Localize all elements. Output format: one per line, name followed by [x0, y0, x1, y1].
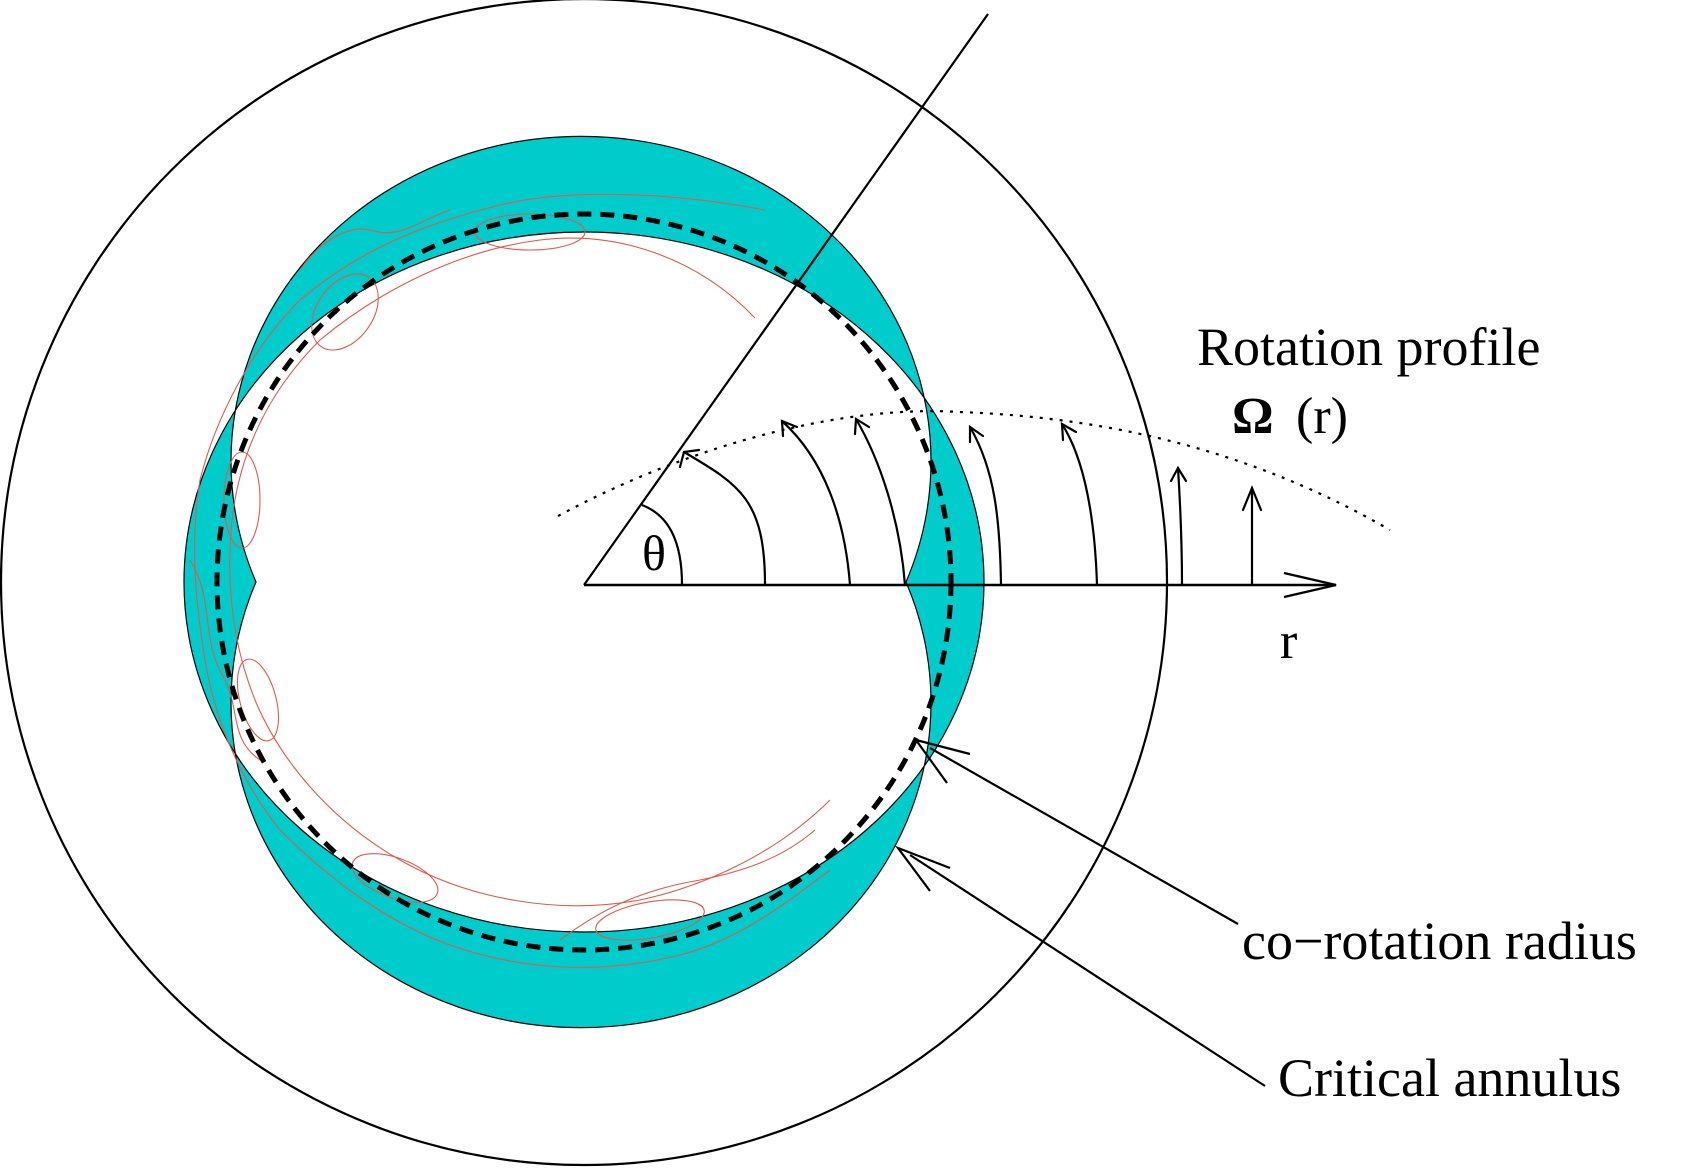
critical-annulus-label: Critical annulus [1278, 1048, 1621, 1108]
rotation-profile-curve [557, 410, 1391, 531]
annulus-leader-arrowhead [894, 845, 951, 892]
r-axis-label: r [1280, 613, 1297, 670]
corotation-leader-arrowhead [913, 738, 971, 784]
velocity-arrowhead [968, 424, 985, 444]
outer-disk-circle [0, 0, 1168, 1166]
velocity-arrowhead [1241, 485, 1263, 512]
leader-lines [894, 738, 1266, 1087]
critical-annulus-ring [183, 135, 985, 1029]
corotation-leader-line [929, 747, 1239, 925]
theta-label: θ [642, 525, 666, 581]
island-cell [595, 899, 705, 941]
velocity-arrow [682, 450, 767, 587]
velocity-arrowhead [780, 419, 799, 438]
island-streamlines [189, 193, 831, 968]
island-streamline-wiggle [299, 209, 451, 271]
velocity-arrowhead [853, 417, 871, 436]
island-streamline-wiggle [189, 559, 261, 761]
velocity-arrow [968, 425, 1003, 587]
annulus-leader-line [909, 854, 1266, 1087]
velocity-arrow [854, 417, 907, 587]
island-streamline-outer [194, 193, 831, 968]
omega-symbol: Ω [1232, 388, 1274, 445]
corotation-radius-circle [214, 211, 954, 953]
corotation-radius-label: co−rotation radius [1242, 911, 1637, 971]
omega-argument: (r) [1296, 388, 1348, 445]
island-cell [351, 853, 439, 903]
island-cell [236, 658, 280, 742]
velocity-arrow [1060, 422, 1099, 587]
velocity-arrow [780, 419, 852, 587]
velocity-arrowhead [678, 448, 701, 469]
island-streamline-wiggle [559, 829, 816, 941]
velocity-arrow [1176, 466, 1184, 587]
theta-ray [583, 13, 989, 586]
island-cell [311, 273, 379, 351]
island-cell [223, 451, 261, 549]
island-streamline-inner [229, 237, 831, 907]
velocity-arrowhead [1169, 465, 1188, 483]
r-axis-arrowhead [1283, 571, 1337, 599]
rotation-profile-label: Rotation profile [1197, 317, 1540, 377]
velocity-arrowhead [1060, 422, 1078, 442]
velocity-arrows [678, 417, 1263, 587]
theta-arc [641, 503, 684, 586]
